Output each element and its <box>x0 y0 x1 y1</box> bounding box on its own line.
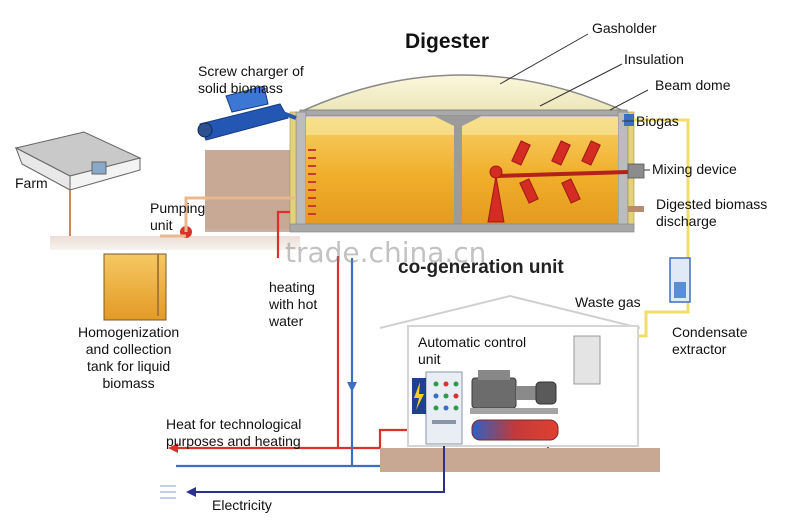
pump-icon <box>160 196 296 238</box>
red-arrow <box>168 443 178 453</box>
beam <box>299 109 628 117</box>
biogas-valve <box>624 114 634 126</box>
screw-charger-icon <box>197 85 297 141</box>
lightning-icon <box>414 382 424 410</box>
farm-barn-icon <box>14 131 142 236</box>
heat-tech-label: Heat for technological purposes and heat… <box>166 416 302 449</box>
heating-coils <box>308 149 316 215</box>
gasholder-dome <box>299 74 627 113</box>
discharge-pipe <box>628 206 644 212</box>
insulation-outer <box>289 111 297 231</box>
mixing-device-label: Mixing device <box>652 161 737 177</box>
farm-label: Farm <box>15 175 48 191</box>
screw-charger-label: Screw charger of solid biomass <box>198 63 304 96</box>
center-column <box>454 116 462 228</box>
gasholder-label: Gasholder <box>592 20 657 36</box>
homogenization-tank <box>103 253 167 321</box>
control-cabinet-icon <box>425 371 463 445</box>
homogenization-label: Homogenization and collection tank for l… <box>78 324 180 391</box>
heating-label: heating with hot water <box>269 279 318 329</box>
waste-gas-label: Waste gas <box>575 294 641 310</box>
electricity-label: Electricity <box>212 497 272 513</box>
condensate-extractor <box>669 257 691 303</box>
column-funnel <box>434 116 482 126</box>
mixer-motor <box>627 163 645 179</box>
mixer-icon <box>487 140 629 223</box>
insulation-label: Insulation <box>624 51 684 67</box>
watermark: trade.china.cn <box>285 236 487 269</box>
leader-lines <box>499 33 650 171</box>
waste-gas-unit <box>573 335 601 385</box>
condensate-label: Condensate extractor <box>672 324 748 357</box>
plug-icon <box>160 485 176 499</box>
automatic-control-label: Automatic control unit <box>418 334 527 367</box>
digester <box>289 74 645 233</box>
heat-exchanger-icon <box>471 419 559 441</box>
cogeneration-building <box>379 294 660 472</box>
electricity-line <box>160 446 445 499</box>
generator-icon <box>470 370 558 414</box>
biogas-label: Biogas <box>636 113 679 129</box>
left-wall <box>295 111 307 231</box>
cogeneration-title: co-generation unit <box>398 257 564 278</box>
bottom-fade <box>0 228 800 258</box>
digester-floor <box>289 223 635 233</box>
beam-dome-label: Beam dome <box>655 77 731 93</box>
digester-title: Digester <box>405 30 490 53</box>
digested-discharge-label: Digested biomass discharge <box>656 196 768 229</box>
blue-arrow <box>347 382 357 392</box>
building-floor <box>380 448 660 472</box>
earth-mound <box>205 150 295 232</box>
pumping-unit-label: Pumping unit <box>150 200 206 233</box>
